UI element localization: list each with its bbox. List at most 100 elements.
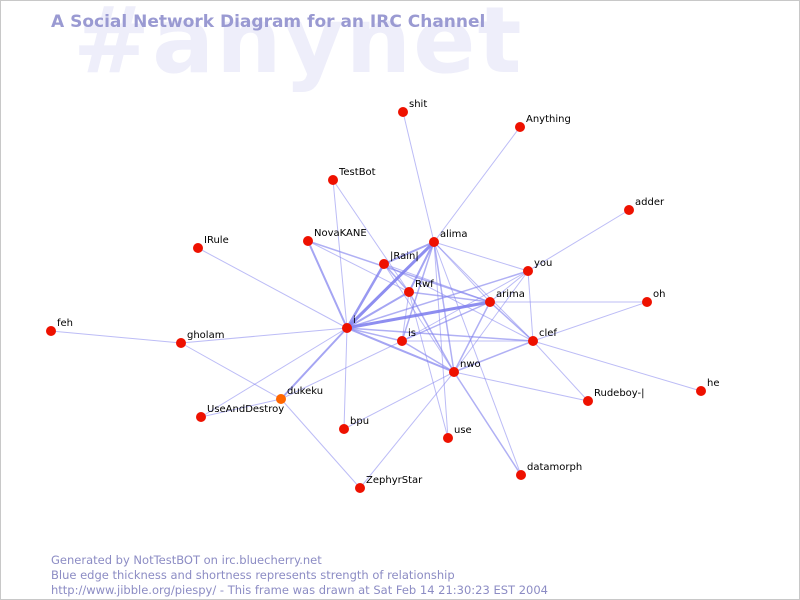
edge-arima-is	[401, 301, 491, 342]
footer-generated-by: Generated by NotTestBOT on irc.bluecherr…	[51, 553, 322, 567]
edge-you-is	[401, 270, 529, 342]
node-label-datamorph: datamorph	[527, 462, 582, 473]
node-label-i: i	[353, 315, 356, 326]
node-label-clef: clef	[539, 328, 557, 339]
node-alima[interactable]	[429, 237, 439, 247]
edge-alima-nwo	[433, 241, 455, 373]
node-clef[interactable]	[528, 336, 538, 346]
node-gholam[interactable]	[176, 338, 186, 348]
edge-dukeku-zephyrstar	[280, 398, 361, 489]
edge-i-alima	[345, 240, 436, 330]
edge-dukeku-gholam	[180, 342, 282, 400]
node-nwo[interactable]	[449, 367, 459, 377]
edge-alima-use	[433, 241, 449, 439]
node-oh[interactable]	[642, 297, 652, 307]
node-irule[interactable]	[193, 243, 203, 253]
node-label-dukeku: dukeku	[287, 386, 323, 397]
node-arima[interactable]	[485, 297, 495, 307]
edge-nwo-datamorph	[453, 371, 522, 476]
edge-i-rwf	[346, 291, 410, 329]
footer-source: http://www.jibble.org/piespy/ - This fra…	[51, 583, 548, 597]
edge-nwo-zephyrstar	[359, 371, 455, 489]
footer: Generated by NotTestBOT on irc.bluecherr…	[51, 553, 548, 598]
node-novakane[interactable]	[303, 236, 313, 246]
edge-alima-datamorph	[433, 241, 522, 476]
edge-nwo-is	[401, 340, 455, 373]
edge-clef-irain	[383, 263, 534, 342]
edge-i-bpu	[343, 327, 348, 430]
footer-legend: Blue edge thickness and shortness repres…	[51, 568, 455, 582]
node-irain[interactable]	[379, 259, 389, 269]
edge-layer	[50, 111, 702, 489]
node-he[interactable]	[696, 386, 706, 396]
node-label-bpu: bpu	[350, 416, 369, 427]
edge-alima-is	[401, 241, 435, 342]
edge-nwo-rwf	[408, 291, 455, 373]
edge-dukeku-is	[280, 340, 403, 400]
edge-arima-you	[489, 270, 529, 303]
node-label-testbot: TestBot	[338, 167, 376, 178]
edge-alima-anything	[433, 126, 521, 243]
edge-rwf-irain	[383, 263, 410, 293]
node-label-he: he	[707, 378, 720, 389]
edge-i-clef	[346, 327, 534, 342]
edge-nwo-irain	[383, 263, 455, 373]
edge-alima-you	[433, 241, 529, 272]
diagram-title: A Social Network Diagram for an IRC Chan…	[51, 12, 486, 32]
edge-clef-nwo	[453, 340, 534, 373]
node-label-use: use	[454, 425, 472, 436]
node-adder[interactable]	[624, 205, 634, 215]
edge-i-gholam	[180, 327, 348, 344]
node-label-shit: shit	[409, 99, 427, 110]
node-i[interactable]	[342, 323, 352, 333]
node-label-you: you	[534, 258, 552, 269]
node-rudeboy[interactable]	[583, 396, 593, 406]
channel-watermark: #anynet	[73, 0, 524, 94]
node-dukeku[interactable]	[276, 394, 286, 404]
node-label-zephyrstar: ZephyrStar	[366, 475, 423, 486]
edge-i-irule	[197, 247, 348, 329]
node-is[interactable]	[397, 336, 407, 346]
edge-nwo-rudeboy	[453, 371, 589, 402]
node-label-irule: IRule	[204, 235, 229, 246]
edge-i-dukeku	[280, 327, 348, 400]
edge-gholam-feh	[50, 330, 182, 344]
node-bpu[interactable]	[339, 424, 349, 434]
node-use[interactable]	[443, 433, 453, 443]
node-label-anything: Anything	[526, 114, 571, 125]
edge-alima-irain	[383, 241, 435, 265]
node-feh[interactable]	[46, 326, 56, 336]
node-label-is: is	[408, 328, 416, 339]
node-you[interactable]	[523, 266, 533, 276]
node-layer	[46, 107, 706, 493]
node-testbot[interactable]	[328, 175, 338, 185]
edge-clef-he	[532, 340, 702, 392]
node-rwf[interactable]	[404, 287, 414, 297]
edge-clef-rudeboy	[532, 340, 589, 402]
edge-i-is	[346, 327, 403, 342]
edge-i-nwo	[346, 327, 455, 373]
edge-novakane-rwf	[307, 240, 410, 293]
node-shit[interactable]	[398, 107, 408, 117]
node-label-useanddestroy: UseAndDestroy	[207, 404, 284, 415]
edge-alima-shit	[402, 111, 435, 243]
node-label-adder: adder	[635, 197, 665, 208]
edge-arima-clef	[489, 301, 534, 342]
node-label-rwf: Rwf	[415, 279, 434, 290]
node-useanddestroy[interactable]	[196, 412, 206, 422]
node-datamorph[interactable]	[516, 470, 526, 480]
node-label-rudeboy: Rudeboy-|	[594, 388, 645, 399]
edge-arima-irain	[383, 263, 491, 303]
edge-i-irain	[345, 262, 386, 330]
edge-you-adder	[527, 209, 630, 272]
edge-rwf-testbot	[332, 179, 410, 293]
node-anything[interactable]	[515, 122, 525, 132]
node-label-arima: arima	[496, 289, 525, 300]
edge-rwf-use	[408, 291, 449, 439]
node-label-feh: feh	[57, 318, 73, 329]
node-zephyrstar[interactable]	[355, 483, 365, 493]
edge-i-useanddestroy	[200, 327, 348, 418]
